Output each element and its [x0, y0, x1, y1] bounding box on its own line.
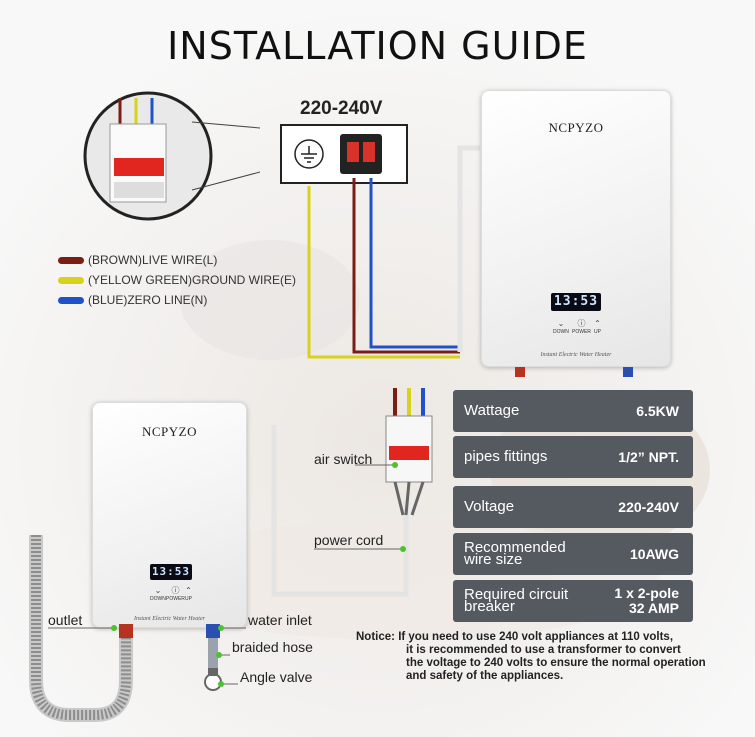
wall-socket-box: [280, 124, 408, 184]
spec-value: 1/2” NPT.: [618, 436, 679, 478]
spec-label: pipes fittings: [464, 448, 548, 465]
spec-value-text: 1 x 2-pole: [614, 585, 679, 601]
legend-label: (YELLOW GREEN)GROUND WIRE(E): [88, 273, 297, 287]
legend-label: (BLUE)ZERO LINE(N): [88, 293, 208, 307]
spec-value-text: 1/2” NPT.: [618, 449, 679, 465]
spec-value: 1 x 2-pole 32 AMP: [614, 580, 679, 622]
spec-value: 10AWG: [630, 533, 679, 575]
spec-value: 6.5KW: [636, 390, 679, 432]
model-label: Instant Electric Water Heater: [540, 352, 612, 358]
spec-row-pipes: pipes fittings 1/2” NPT.: [453, 436, 693, 478]
brand-name: NCPYZO: [141, 424, 197, 439]
chevron-down-icon: ⌄: [154, 586, 162, 595]
control-label: DOWN: [553, 329, 569, 335]
power-icon: ⓘ: [171, 586, 180, 595]
control-label: POWER: [166, 596, 185, 602]
spec-row-voltage: Voltage 220-240V: [453, 486, 693, 528]
chevron-up-icon: ⌃: [185, 586, 192, 595]
outlet-label: outlet: [48, 612, 83, 628]
notice-line: Notice: If you need to use 240 volt appl…: [356, 631, 706, 644]
notice-label: Notice:: [356, 631, 395, 643]
spec-value-text: 220-240V: [618, 499, 679, 515]
air-switch-label: air switch: [314, 451, 373, 467]
brand-name: NCPYZO: [548, 120, 604, 135]
spec-label: Wattage: [464, 402, 520, 419]
spec-label: Voltage: [464, 498, 515, 515]
spec-value-text: 10AWG: [629, 546, 679, 562]
up-button[interactable]: ⌃UP: [594, 319, 601, 335]
top-heater-red-fitting: [515, 367, 525, 377]
legend-item: (BLUE)ZERO LINE(N): [58, 290, 296, 310]
legend-item: (BROWN)LIVE WIRE(L): [58, 250, 296, 270]
spec-row-wire-size: Recommended wire size 10AWG: [453, 533, 693, 575]
water-inlet-label: water inlet: [248, 612, 312, 628]
power-cord-label: power cord: [314, 532, 384, 548]
up-button[interactable]: ⌃UP: [185, 586, 192, 602]
braided-hose-label: braided hose: [232, 639, 313, 655]
notice-line: it is recommended to use a transformer t…: [406, 644, 681, 656]
spec-label: Required circuit breaker: [464, 586, 569, 615]
notice-line: and safety of the appliances.: [406, 670, 564, 682]
chevron-down-icon: ⌄: [557, 319, 565, 328]
spec-row-wattage: Wattage 6.5KW: [453, 390, 693, 432]
notice: Notice: If you need to use 240 volt appl…: [356, 631, 706, 683]
spec-value: 220-240V: [618, 486, 679, 528]
voltage-label: 220-240V: [300, 98, 383, 119]
control-label: POWER: [572, 329, 591, 335]
wire-legend: (BROWN)LIVE WIRE(L) (YELLOW GREEN)GROUND…: [58, 250, 296, 310]
spec-row-breaker: Required circuit breaker 1 x 2-pole 32 A…: [453, 580, 693, 622]
blue-wire-swatch: [58, 296, 84, 304]
power-icon: ⓘ: [577, 319, 586, 328]
heater-display: 13:53: [551, 293, 601, 311]
control-label: UP: [185, 596, 192, 602]
notice-line: the voltage to 240 volts to ensure the n…: [406, 657, 706, 669]
page-title: INSTALLATION GUIDE: [167, 24, 588, 68]
brown-wire-swatch: [58, 256, 84, 264]
chevron-up-icon: ⌃: [594, 319, 601, 328]
control-label: DOWN: [150, 596, 166, 602]
down-button[interactable]: ⌄DOWN: [150, 586, 166, 602]
spec-value-text: 32 AMP: [628, 600, 679, 616]
model-label: Instant Electric Water Heater: [134, 616, 205, 622]
top-heater-blue-fitting: [623, 367, 633, 377]
legend-label: (BROWN)LIVE WIRE(L): [88, 253, 218, 267]
down-button[interactable]: ⌄DOWN: [553, 319, 569, 335]
heater-display: 13:53: [150, 564, 192, 580]
notice-text: If you need to use 240 volt appliances a…: [398, 631, 674, 643]
angle-valve-label: Angle valve: [240, 669, 313, 685]
yellow-green-wire-swatch: [58, 276, 84, 284]
control-label: UP: [594, 329, 601, 335]
breaker-closeup: [83, 91, 260, 221]
spec-label: Recommended wire size: [464, 539, 566, 568]
spec-value-text: 6.5KW: [636, 403, 679, 419]
legend-item: (YELLOW GREEN)GROUND WIRE(E): [58, 270, 296, 290]
